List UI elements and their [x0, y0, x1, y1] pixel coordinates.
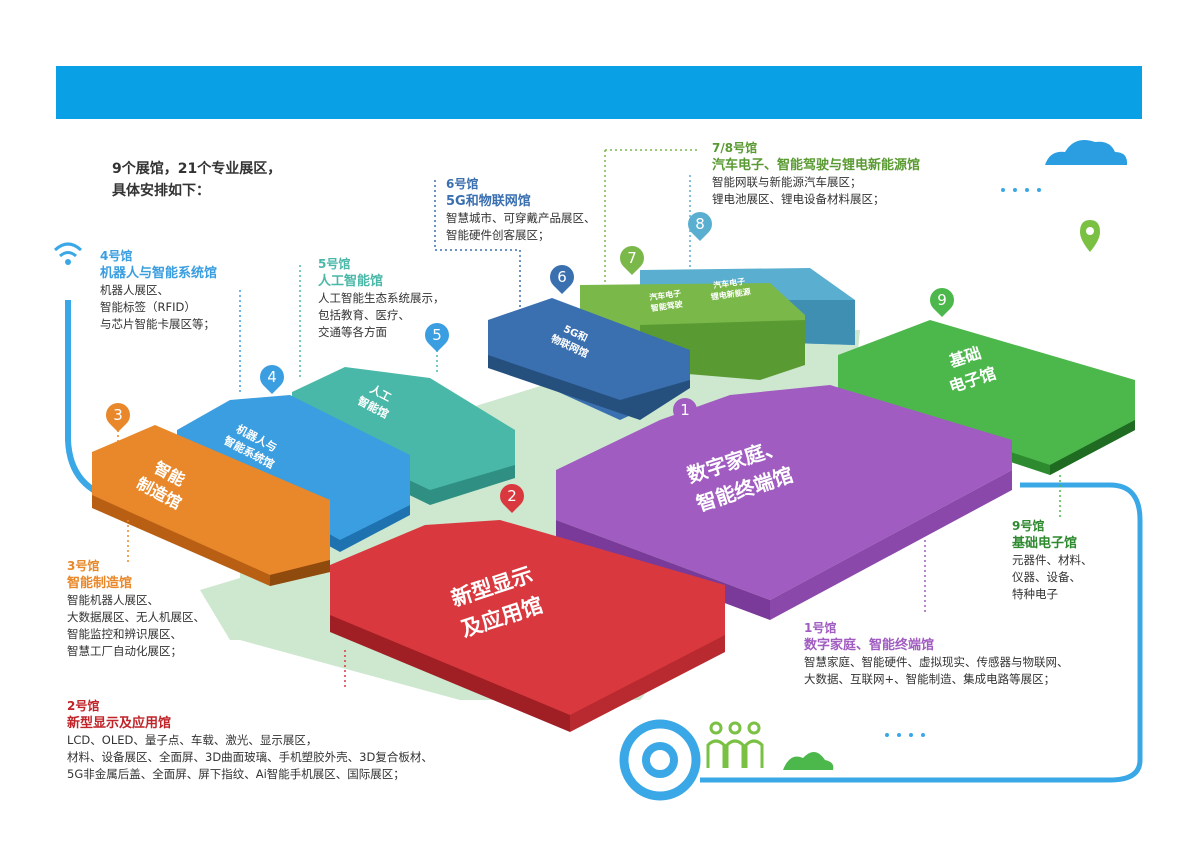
hall-6-info: 6号馆 5G和物联网馆 智慧城市、可穿戴产品展区、 智能硬件创客展区；	[446, 177, 596, 242]
hall-2-info: 2号馆 新型显示及应用馆 LCD、OLED、量子点、车载、激光、显示展区， 材料…	[67, 699, 433, 781]
pin-hall-7[interactable]: 7	[615, 241, 649, 275]
hall-3-info: 3号馆 智能制造馆 智能机器人展区、 大数据展区、无人机展区、 智能监控和辨识展…	[67, 559, 205, 658]
pin-hall-1[interactable]: 1	[668, 393, 702, 427]
pin-hall-4[interactable]: 4	[255, 360, 289, 394]
pin-hall-3[interactable]: 3	[101, 398, 135, 432]
pin-hall-2[interactable]: 2	[495, 479, 529, 513]
hall-4-block	[177, 395, 410, 545]
hall-5-block	[292, 367, 515, 500]
pin-hall-9[interactable]: 9	[925, 283, 959, 317]
connector-right	[700, 482, 1143, 783]
intro-line-2: 具体安排如下：	[112, 183, 210, 199]
location-icon	[1080, 220, 1100, 252]
hall-2-block	[330, 520, 725, 720]
hall-7-8-info: 7/8号馆 汽车电子、智能驾驶与锂电新能源馆 智能网联与新能源汽车展区； 锂电池…	[712, 141, 921, 206]
pin-hall-8[interactable]: 8	[683, 207, 717, 241]
intro-text: 9个展馆，21个专业展区， 具体安排如下：	[112, 158, 281, 202]
intro-line-1: 9个展馆，21个专业展区，	[112, 161, 282, 177]
at-sign-icon	[619, 719, 701, 801]
hall-9-block	[838, 320, 1135, 470]
cloud-icon	[1045, 139, 1128, 165]
hall-3-block	[92, 425, 330, 580]
top-banner	[56, 66, 1142, 119]
pin-hall-6[interactable]: 6	[545, 260, 579, 294]
people-icon	[706, 721, 764, 768]
hall-5-info: 5号馆 人工智能馆 人工智能生态系统展示， 包括教育、医疗、 交通等各方面	[318, 257, 445, 339]
hall-1-info: 1号馆 数字家庭、智能终端馆 智慧家庭、智能硬件、虚拟现实、传感器与物联网、 大…	[804, 621, 1069, 686]
floor-walkway	[200, 560, 330, 640]
hall-6-block	[488, 298, 690, 420]
hall-4-info: 4号馆 机器人与智能系统馆 机器人展区、 智能标签（RFID） 与芯片智能卡展区…	[100, 249, 218, 331]
dots-decoration	[885, 188, 1041, 737]
hall-7-label: 汽车电子智能驾驶	[648, 288, 684, 314]
hall-1-block	[556, 385, 1012, 600]
wifi-icon	[53, 242, 83, 258]
hall-9-info: 9号馆 基础电子馆 元器件、材料、 仪器、设备、 特种电子	[1012, 519, 1093, 601]
bush-icon	[783, 751, 834, 770]
